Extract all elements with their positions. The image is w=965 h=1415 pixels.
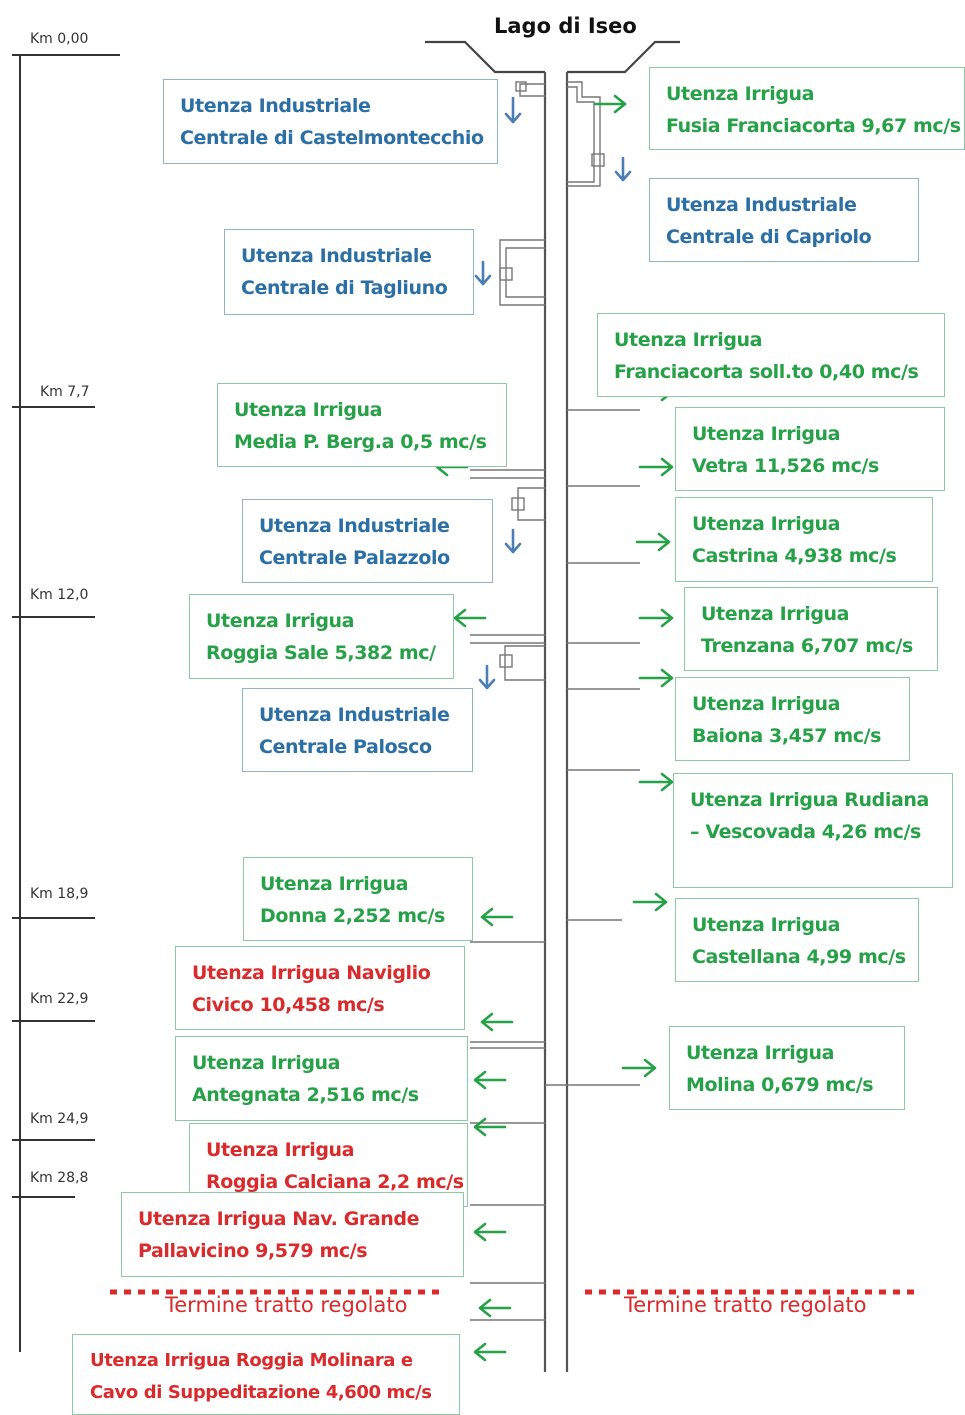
box-trenzana: Utenza Irrigua Trenzana 6,707 mc/s <box>684 587 938 671</box>
box-castelmontecchio: Utenza Industriale Centrale di Castelmon… <box>163 79 498 164</box>
box-line: Donna 2,252 mc/s <box>260 905 445 927</box>
box-line: Utenza Irrigua <box>234 399 383 421</box>
box-sale: Utenza Irrigua Roggia Sale 5,382 mc/ <box>189 594 454 679</box>
box-line: Molina 0,679 mc/s <box>686 1074 874 1096</box>
box-molina: Utenza Irrigua Molina 0,679 mc/s <box>669 1026 905 1110</box>
box-line: Media P. Berg.a 0,5 mc/s <box>234 431 487 453</box>
box-line: Utenza Irrigua <box>692 914 841 936</box>
km-label: Km 22,9 <box>30 991 89 1007</box>
channels <box>470 81 640 1321</box>
box-line: Castrina 4,938 mc/s <box>692 545 897 567</box>
lake-shore <box>425 40 680 74</box>
box-capriolo: Utenza Industriale Centrale di Capriolo <box>649 178 919 262</box>
box-line: Trenzana 6,707 mc/s <box>701 635 913 657</box>
box-antegnata: Utenza Irrigua Antegnata 2,516 mc/s <box>175 1036 468 1121</box>
box-fusia: Utenza Irrigua Fusia Franciacorta 9,67 m… <box>649 67 965 150</box>
box-baiona: Utenza Irrigua Baiona 3,457 mc/s <box>675 677 910 761</box>
box-line: Utenza Irrigua <box>206 1139 355 1161</box>
box-line: Centrale Palazzolo <box>259 547 450 569</box>
box-line: Utenza Industriale <box>180 95 371 117</box>
box-line: Centrale di Castelmontecchio <box>180 127 484 149</box>
box-line: Baiona 3,457 mc/s <box>692 725 882 747</box>
box-line: Utenza Irrigua <box>686 1042 835 1064</box>
km-label: Km 12,0 <box>30 587 89 603</box>
box-line: Utenza Irrigua <box>666 83 815 105</box>
box-donna: Utenza Irrigua Donna 2,252 mc/s <box>243 857 473 941</box>
box-palazzolo: Utenza Industriale Centrale Palazzolo <box>242 499 493 583</box>
box-pallavicino: Utenza Irrigua Nav. Grande Pallavicino 9… <box>121 1192 464 1277</box>
flow-arrows <box>435 94 674 1362</box>
box-line: Centrale di Tagliuno <box>241 277 448 299</box>
box-line: – Vescovada 4,26 mc/s <box>690 821 921 843</box>
box-palosco: Utenza Industriale Centrale Palosco <box>242 688 473 772</box>
river-banks <box>543 72 569 1372</box>
box-line: Utenza Irrigua Roggia Molinara e <box>90 1350 413 1371</box>
box-line: Utenza Irrigua <box>260 873 409 895</box>
box-line: Utenza Irrigua Nav. Grande <box>138 1208 420 1230</box>
box-molinara: Utenza Irrigua Roggia Molinara e Cavo di… <box>72 1334 460 1415</box>
box-line: Centrale di Capriolo <box>666 226 872 248</box>
box-line: Utenza Irrigua Rudiana <box>690 789 929 811</box>
termine-label-left: Termine tratto regolato <box>165 1293 408 1317</box>
box-line: Utenza Irrigua <box>206 610 355 632</box>
box-franciacorta: Utenza Irrigua Franciacorta soll.to 0,40… <box>597 313 945 397</box>
km-label: Km 0,00 <box>30 31 89 47</box>
box-line: Fusia Franciacorta 9,67 mc/s <box>666 115 961 137</box>
box-line: Utenza Industriale <box>666 194 857 216</box>
arrows-green <box>435 94 674 1362</box>
box-line: Utenza Irrigua <box>692 693 841 715</box>
box-line: Vetra 11,526 mc/s <box>692 455 879 477</box>
box-line: Utenza Irrigua Naviglio <box>192 962 431 984</box>
box-castellana: Utenza Irrigua Castellana 4,99 mc/s <box>675 898 919 982</box>
box-line: Utenza Irrigua <box>692 423 841 445</box>
arrows-blue <box>474 96 632 690</box>
box-line: Antegnata 2,516 mc/s <box>192 1084 419 1106</box>
box-naviglio: Utenza Irrigua Naviglio Civico 10,458 mc… <box>175 946 465 1030</box>
km-label: Km 24,9 <box>30 1111 89 1127</box>
box-line: Utenza Irrigua <box>614 329 763 351</box>
box-line: Utenza Irrigua <box>692 513 841 535</box>
box-line: Franciacorta soll.to 0,40 mc/s <box>614 361 919 383</box>
km-label: Km 7,7 <box>40 384 90 400</box>
box-line: Utenza Industriale <box>241 245 432 267</box>
box-line: Roggia Sale 5,382 mc/ <box>206 642 436 664</box>
termine-label-right: Termine tratto regolato <box>624 1293 867 1317</box>
box-media: Utenza Irrigua Media P. Berg.a 0,5 mc/s <box>217 383 507 467</box>
box-line: Utenza Industriale <box>259 704 450 726</box>
box-castrina: Utenza Irrigua Castrina 4,938 mc/s <box>675 497 933 582</box>
box-line: Utenza Irrigua <box>192 1052 341 1074</box>
box-line: Pallavicino 9,579 mc/s <box>138 1240 368 1262</box>
box-line: Roggia Calciana 2,2 mc/s <box>206 1171 464 1193</box>
km-label: Km 28,8 <box>30 1170 89 1186</box>
box-line: Utenza Industriale <box>259 515 450 537</box>
box-line: Centrale Palosco <box>259 736 432 758</box>
km-scale <box>12 54 120 1352</box>
box-vetra: Utenza Irrigua Vetra 11,526 mc/s <box>675 407 945 491</box>
box-tagliuno: Utenza Industriale Centrale di Tagliuno <box>224 229 474 315</box>
box-line: Castellana 4,99 mc/s <box>692 946 906 968</box>
box-line: Civico 10,458 mc/s <box>192 994 385 1016</box>
box-rudiana: Utenza Irrigua Rudiana – Vescovada 4,26 … <box>673 773 953 888</box>
box-line: Utenza Irrigua <box>701 603 850 625</box>
lake-title: Lago di Iseo <box>494 14 637 38</box>
km-label: Km 18,9 <box>30 886 89 902</box>
box-line: Cavo di Suppeditazione 4,600 mc/s <box>90 1382 432 1403</box>
